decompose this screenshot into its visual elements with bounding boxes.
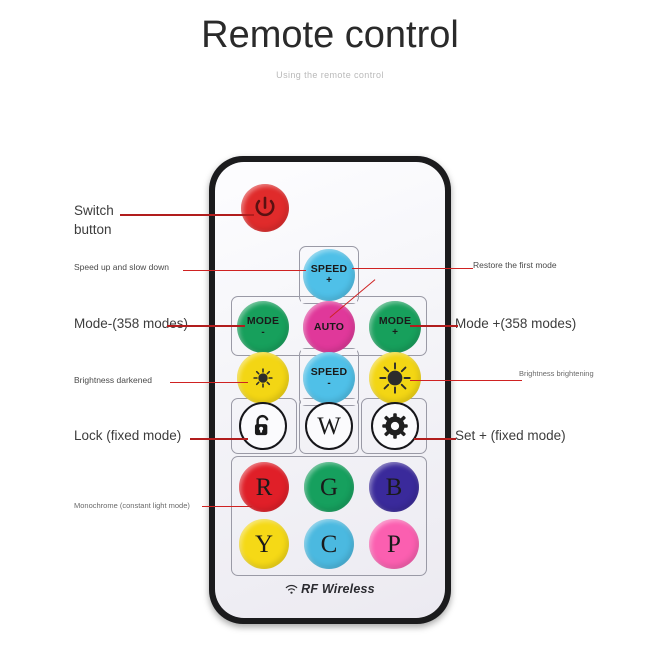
annotation-restore-first-mode: Restore the first mode: [473, 260, 557, 270]
speed-down-button[interactable]: SPEED -: [303, 352, 355, 404]
auto-button[interactable]: AUTO: [303, 301, 355, 353]
rf-wireless-logo: RF Wireless: [215, 582, 445, 596]
annotation-mode-plus: Mode +(358 modes): [455, 316, 577, 331]
mode-minus-button[interactable]: MODE -: [237, 301, 289, 353]
annotation-speed: Speed up and slow down: [74, 262, 169, 272]
settings-button[interactable]: [371, 402, 419, 450]
mode-plus-label: MODE: [378, 315, 412, 328]
white-button-label: W: [317, 412, 341, 440]
annotation-mode-minus: Mode-(358 modes): [74, 316, 189, 331]
white-button[interactable]: W: [305, 402, 353, 450]
speed-down-sign: -: [327, 377, 331, 389]
leader-line-speed: [183, 270, 306, 272]
remote-control-device: SPEED + MODE - AUTO MODE +: [209, 156, 451, 624]
speed-up-button[interactable]: SPEED +: [303, 249, 355, 301]
color-button-cyan-label: C: [320, 530, 338, 558]
speed-up-label: SPEED: [310, 263, 348, 276]
leader-line-monochrome: [202, 506, 252, 508]
leader-line-set-plus: [414, 438, 456, 441]
color-button-blue-label: B: [385, 473, 403, 501]
gear-icon: [382, 413, 408, 439]
leader-line-mode-plus: [410, 325, 458, 328]
unlock-icon: [254, 414, 269, 436]
mode-minus-sign: -: [261, 326, 265, 338]
mode-minus-label: MODE: [246, 315, 280, 328]
leader-line-lock: [190, 438, 248, 441]
small-sun-icon: [253, 368, 273, 388]
color-button-red-label: R: [255, 473, 273, 501]
wifi-signal-icon: [285, 584, 298, 594]
power-icon: [255, 196, 275, 217]
color-button-red[interactable]: R: [239, 462, 289, 512]
color-button-pink[interactable]: P: [369, 519, 419, 569]
brightness-down-button[interactable]: [237, 352, 289, 404]
color-button-green-label: G: [319, 473, 339, 501]
color-button-yellow[interactable]: Y: [239, 519, 289, 569]
leader-line-restore-first-mode: [352, 268, 473, 270]
color-button-blue[interactable]: B: [369, 462, 419, 512]
lock-button[interactable]: [239, 402, 287, 450]
mode-plus-sign: +: [392, 326, 398, 338]
power-button[interactable]: [241, 184, 289, 232]
annotation-brightness-brightening: Brightness brightening: [519, 369, 594, 378]
color-button-pink-label: P: [387, 530, 401, 558]
color-button-green[interactable]: G: [304, 462, 354, 512]
leader-line-mode-minus: [167, 325, 245, 328]
annotation-monochrome: Monochrome (constant light mode): [74, 501, 190, 510]
speed-down-label: SPEED: [310, 366, 348, 379]
group-outline-color-pad: [231, 456, 427, 576]
leader-line-brightness-darkened: [170, 382, 248, 384]
annotation-switch-button-line2: button: [74, 222, 112, 237]
annotation-set-plus: Set + (fixed mode): [455, 428, 566, 443]
annotation-brightness-darkened: Brightness darkened: [74, 375, 152, 385]
color-button-cyan[interactable]: C: [304, 519, 354, 569]
remote-faceplate: SPEED + MODE - AUTO MODE +: [215, 162, 445, 618]
big-sun-icon: [379, 362, 411, 394]
speed-up-sign: +: [326, 274, 332, 286]
page-title: Remote control: [201, 14, 459, 56]
annotation-lock: Lock (fixed mode): [74, 428, 182, 443]
color-button-yellow-label: Y: [254, 530, 274, 558]
auto-label: AUTO: [313, 320, 345, 333]
page-subtitle: Using the remote control: [276, 70, 384, 80]
brightness-up-button[interactable]: [369, 352, 421, 404]
rf-wireless-label: RF Wireless: [301, 582, 375, 596]
leader-line-switch-button: [120, 214, 254, 217]
annotation-switch-button-line1: Switch: [74, 203, 114, 218]
leader-line-brightness-brightening: [410, 380, 522, 382]
